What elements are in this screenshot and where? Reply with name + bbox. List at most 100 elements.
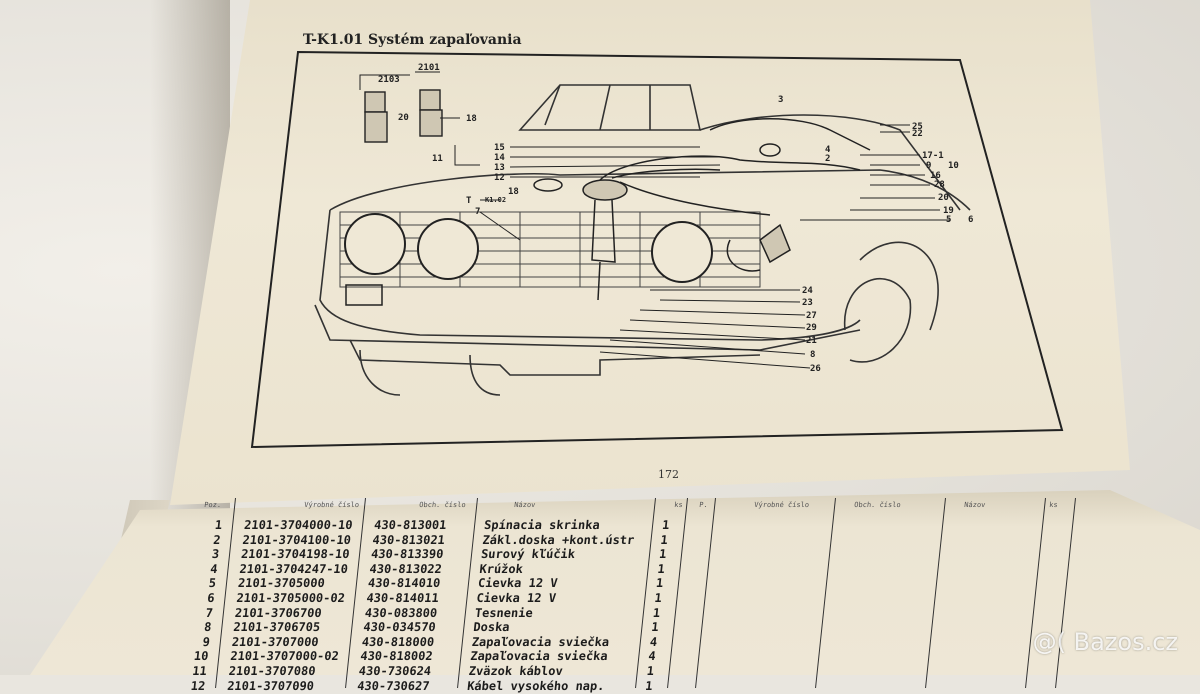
cell-vyr: 2101-3705000: [237, 576, 326, 591]
car-outline: [314, 84, 971, 396]
cell-nazov: Doska: [472, 620, 511, 635]
cell-vyr: 2101-3704100-10: [241, 532, 352, 547]
manual-page-top: [170, 0, 1130, 505]
cell-obch: 430-813022: [368, 561, 443, 576]
cell-nazov: Kábel vysokého nap.: [466, 678, 606, 693]
cell-no: 9: [201, 634, 211, 649]
header-ks: ks: [673, 501, 684, 509]
cell-obch: 430-818000: [361, 634, 435, 649]
cell-nazov: Zapaľovacia sviečka: [471, 634, 610, 649]
fog-lamp: [345, 284, 383, 306]
svg-text:10: 10: [948, 161, 959, 171]
cell-no: 5: [208, 576, 217, 591]
watermark: @( Bazos.cz: [1032, 628, 1178, 656]
cell-vyr: 2101-3706705: [232, 620, 321, 635]
svg-text:20: 20: [398, 113, 409, 123]
svg-text:17-1: 17-1: [922, 151, 944, 161]
cell-obch: 430-034570: [362, 620, 437, 635]
cell-obch: 430-813390: [370, 547, 445, 562]
cell-no: 11: [191, 664, 208, 678]
svg-text:25: 25: [912, 122, 923, 132]
table-row: 12 2101-3707090 430-730627 Kábel vysokého n…: [174, 679, 653, 694]
cell-vyr: 2101-3706700: [234, 605, 323, 620]
spark-plug-detail: [364, 89, 443, 143]
svg-text:29: 29: [806, 323, 817, 333]
cell-obch: 430-813001: [373, 518, 448, 532]
cell-nazov: Cievka 12 V: [477, 576, 559, 591]
svg-text:2101: 2101: [418, 63, 440, 73]
svg-text:12: 12: [494, 173, 505, 183]
header-obch: Obch. číslo: [418, 501, 467, 509]
svg-text:14: 14: [494, 153, 505, 163]
headlamps: [344, 213, 713, 283]
header-ks-2: ks: [1048, 501, 1059, 509]
page-title: T-K1.01 Systém zapaľovania: [303, 32, 522, 48]
cell-vyr: 2101-3707000-02: [229, 649, 340, 664]
cell-vyr: 2101-3704000-10: [243, 518, 354, 532]
parts-table: Poz. Výrobné číslo Obch. číslo Názov ks …: [175, 498, 1175, 693]
distributor-wires: [533, 118, 871, 301]
header-nazov: Názov: [513, 501, 536, 509]
cell-ks: 1: [652, 605, 661, 620]
cell-nazov: Surový kľúčik: [480, 547, 576, 562]
cell-obch: 430-083800: [364, 605, 438, 620]
header-vyrobne-2: Výrobné číslo: [753, 501, 810, 509]
svg-text:26: 26: [810, 364, 821, 374]
svg-text:4: 4: [825, 145, 831, 155]
svg-text:18: 18: [466, 114, 477, 124]
cell-ks: 1: [646, 664, 655, 678]
svg-text:28: 28: [934, 180, 945, 190]
cell-vyr: 2101-3704198-10: [240, 547, 351, 562]
column-divider: [667, 498, 688, 688]
svg-text:T: T: [466, 196, 472, 206]
svg-text:2103: 2103: [378, 75, 400, 85]
svg-text:22: 22: [912, 129, 923, 139]
column-divider: [815, 498, 836, 688]
cell-ks: 4: [647, 649, 657, 664]
cell-no: 6: [206, 591, 216, 605]
cell-obch: 430-818002: [359, 649, 434, 664]
cell-ks: 1: [659, 532, 669, 547]
cell-no: 8: [203, 620, 213, 635]
cell-obch: 430-730624: [358, 664, 432, 678]
cell-obch: 430-814010: [367, 576, 442, 591]
cell-no: 1: [214, 518, 223, 532]
svg-text:7: 7: [475, 207, 480, 217]
cell-nazov: Krúžok: [478, 561, 524, 576]
svg-text:11: 11: [432, 154, 443, 164]
table-header: Poz. Výrobné číslo Obch. číslo Názov ks …: [193, 498, 1155, 514]
svg-text:15: 15: [494, 143, 505, 153]
svg-text:8: 8: [810, 350, 815, 360]
cell-no: 3: [211, 547, 220, 562]
header-pos: Poz.: [203, 501, 222, 509]
cell-no: 12: [190, 678, 207, 693]
cell-ks: 1: [656, 561, 666, 576]
svg-text:5: 5: [946, 215, 951, 225]
svg-text:27: 27: [806, 311, 817, 321]
column-divider: [1025, 498, 1046, 688]
svg-text:3: 3: [778, 95, 783, 105]
cell-nazov: Tesnenie: [474, 605, 534, 620]
cell-ks: 1: [655, 576, 664, 591]
cell-nazov: Cievka 12 V: [475, 591, 557, 605]
cell-nazov: Spínacia skrinka: [483, 518, 601, 532]
svg-text:19: 19: [943, 206, 954, 216]
cell-ks: 1: [661, 518, 671, 532]
svg-text:9: 9: [926, 161, 931, 171]
cell-obch: 430-730627: [356, 678, 431, 693]
header-obch-2: Obch. číslo: [853, 501, 902, 509]
cell-ks: 1: [644, 678, 654, 693]
column-divider: [925, 498, 946, 688]
cell-vyr: 2101-3704247-10: [238, 561, 349, 576]
svg-text:23: 23: [802, 298, 813, 308]
cell-vyr: 2101-3707090: [226, 678, 315, 693]
cell-ks: 1: [650, 620, 660, 635]
svg-text:24: 24: [802, 286, 813, 296]
cell-ks: 1: [658, 547, 668, 562]
svg-text:13: 13: [494, 163, 505, 173]
header-vyrobne: Výrobné číslo: [303, 501, 360, 509]
cell-vyr: 2101-3705000-02: [235, 591, 346, 605]
